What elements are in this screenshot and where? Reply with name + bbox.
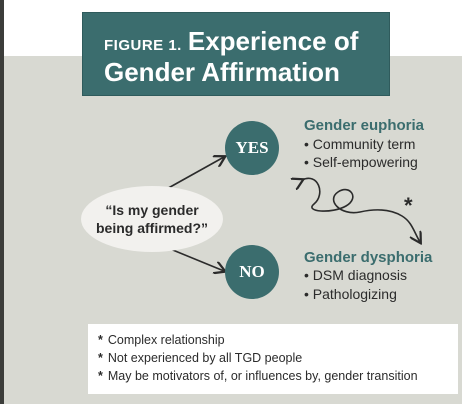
dysphoria-bullet-1: • DSM diagnosis <box>304 267 407 283</box>
title-text-1: Experience of <box>187 26 359 56</box>
left-edge-strip <box>0 0 4 404</box>
euphoria-bullet-2: • Self-empowering <box>304 154 418 170</box>
title-line-1: FIGURE 1. Experience of <box>104 26 358 57</box>
title-box: FIGURE 1. Experience of Gender Affirmatio… <box>82 12 390 96</box>
dysphoria-bullet-2: • Pathologizing <box>304 286 397 302</box>
question-text: “Is my gender being affirmed?” <box>81 201 223 237</box>
loop-asterisk: * <box>404 193 413 218</box>
title-text-2: Gender Affirmation <box>104 57 340 87</box>
gender-dysphoria-heading: Gender dysphoria <box>304 249 433 266</box>
note-1-marker: * <box>98 333 103 347</box>
euphoria-dysphoria-loop-arrow <box>302 178 420 242</box>
note-3: * May be motivators of, or influences by,… <box>98 369 418 383</box>
note-2: * Not experienced by all TGD people <box>98 351 302 365</box>
question-bubble: “Is my gender being affirmed?” <box>81 186 223 252</box>
note-3-text: May be motivators of, or influences by, … <box>107 369 418 383</box>
yes-circle: YES <box>225 121 279 175</box>
notes-box: * Complex relationship * Not experienced b… <box>88 324 458 394</box>
arrow-to-yes <box>162 157 224 192</box>
no-circle: NO <box>225 245 279 299</box>
gender-euphoria-heading: Gender euphoria <box>304 117 425 134</box>
question-line-1: “Is my gender <box>105 202 199 218</box>
euphoria-bullet-1: • Community term <box>304 136 416 152</box>
figure-label: FIGURE 1. <box>104 37 182 54</box>
note-1-text: Complex relationship <box>107 333 225 347</box>
note-2-marker: * <box>98 351 103 365</box>
note-3-marker: * <box>98 369 103 383</box>
note-2-text: Not experienced by all TGD people <box>107 351 303 365</box>
question-line-2: being affirmed?” <box>95 220 208 236</box>
note-1: * Complex relationship <box>98 333 225 347</box>
